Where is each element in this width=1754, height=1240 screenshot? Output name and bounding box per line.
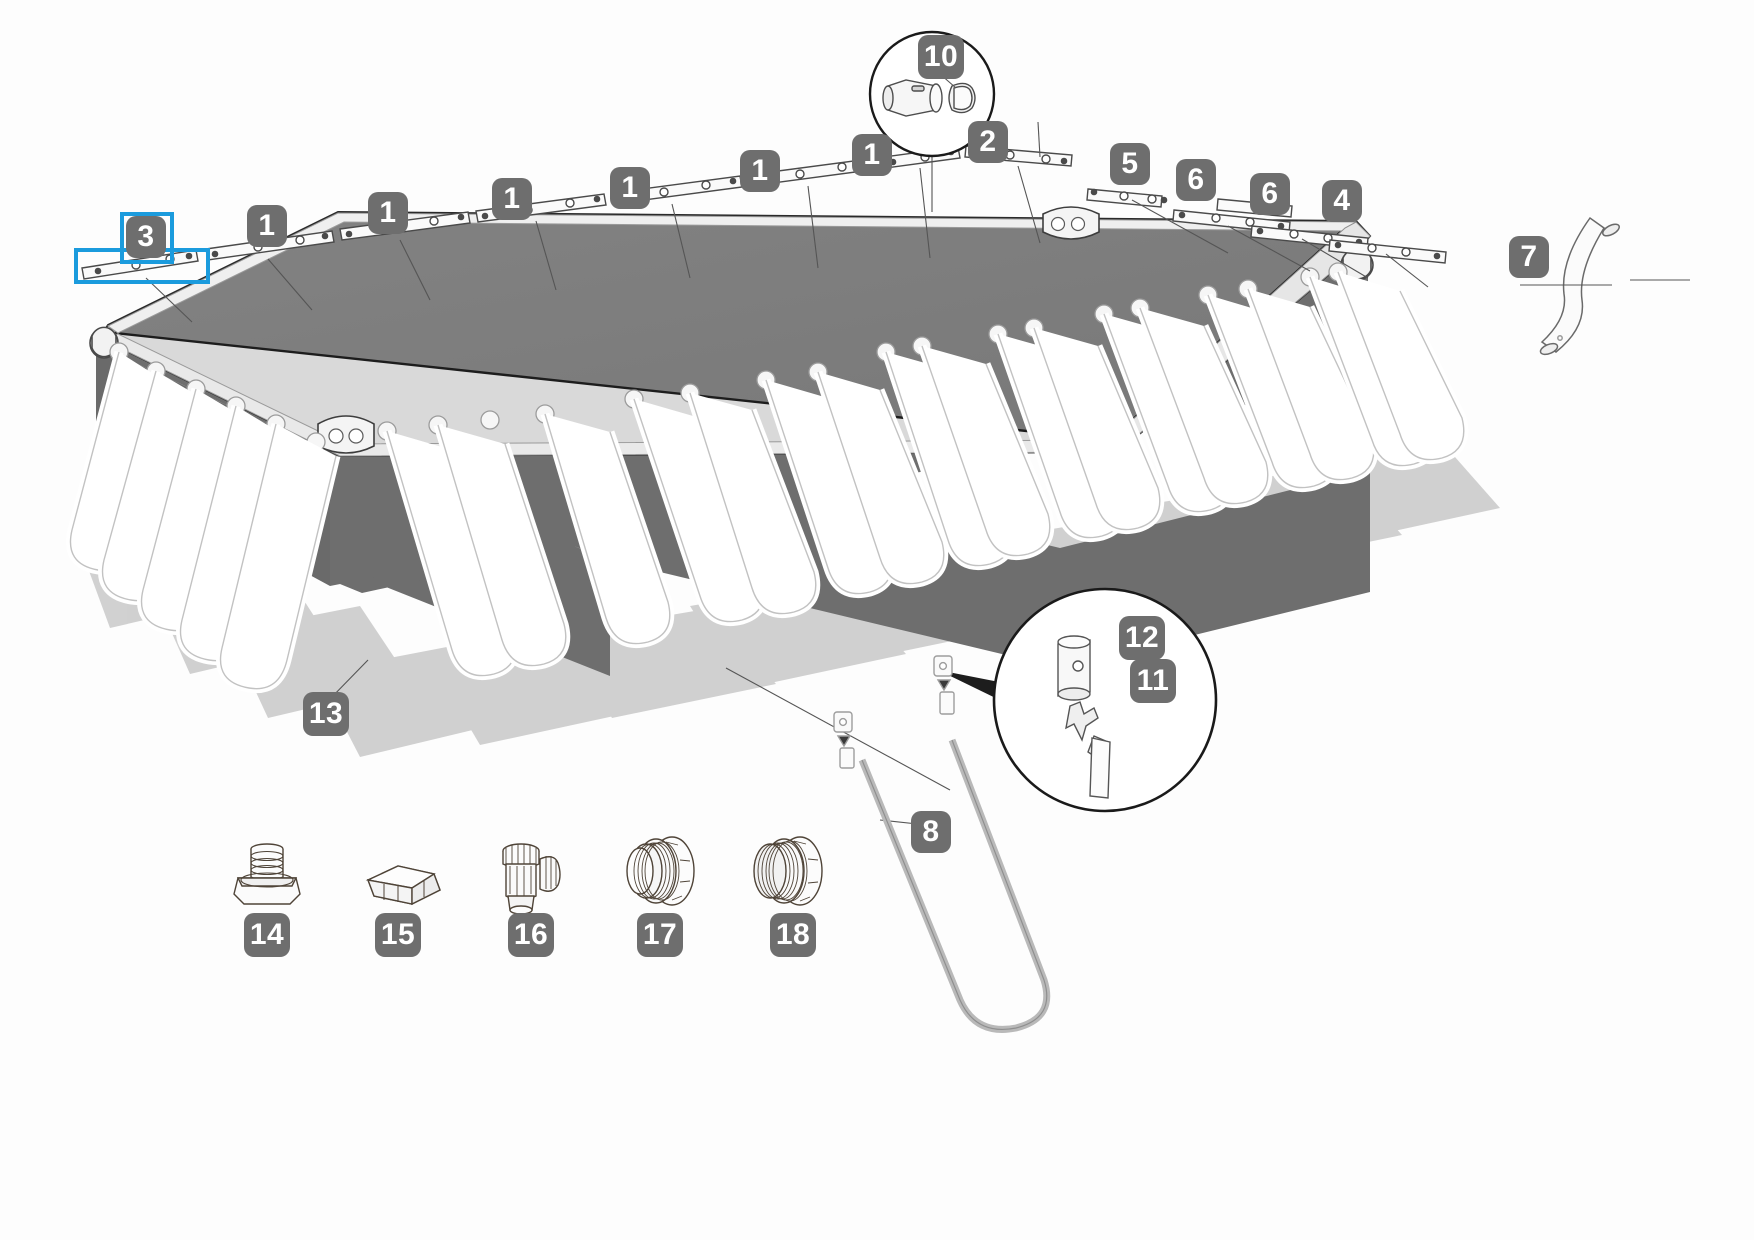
callout-badge-10-c10[interactable]: 10 (918, 35, 964, 79)
callout-badge-1-c1d[interactable]: 1 (610, 167, 650, 209)
callout-badge-16-c16[interactable]: 16 (508, 913, 554, 957)
callout-badge-4-c4[interactable]: 4 (1322, 180, 1362, 222)
callout-badge-11-c11[interactable]: 11 (1130, 659, 1176, 703)
part-cap (365, 865, 441, 906)
callout-badge-6-c6b[interactable]: 6 (1250, 173, 1290, 215)
part-fitting-b (753, 836, 823, 906)
callout-badge-1-c1f[interactable]: 1 (852, 134, 892, 176)
callout-badge-14-c14[interactable]: 14 (244, 913, 290, 957)
callout-badge-6-c6a[interactable]: 6 (1176, 159, 1216, 201)
callout-badge-13-c13[interactable]: 13 (303, 692, 349, 736)
callout-badge-18-c18[interactable]: 18 (770, 913, 816, 957)
callout-badge-17-c17[interactable]: 17 (637, 913, 683, 957)
callout-badge-2-c2[interactable]: 2 (968, 121, 1008, 163)
hose-elbow (1520, 216, 1690, 356)
callout-badge-12-c12[interactable]: 12 (1119, 616, 1165, 660)
callout-badge-8-c8[interactable]: 8 (911, 811, 951, 853)
callout-badge-1-c1e[interactable]: 1 (740, 150, 780, 192)
callout-badge-7-c7[interactable]: 7 (1509, 236, 1549, 278)
pool-legs (66, 270, 1469, 694)
callout-badge-1-c1a[interactable]: 1 (247, 205, 287, 247)
part-plug (233, 843, 301, 905)
callout-badge-3-c3[interactable]: 3 (126, 216, 166, 258)
rail-beam-11 (1328, 239, 1447, 264)
callout-badge-15-c15[interactable]: 15 (375, 913, 421, 957)
part-fitting-a (626, 836, 695, 906)
callout-badge-1-c1c[interactable]: 1 (492, 178, 532, 220)
ladder-pole-assembly (833, 655, 1051, 1033)
callout-badge-1-c1b[interactable]: 1 (368, 192, 408, 234)
part-valve (502, 843, 561, 915)
callout-badge-5-c5[interactable]: 5 (1110, 143, 1150, 185)
